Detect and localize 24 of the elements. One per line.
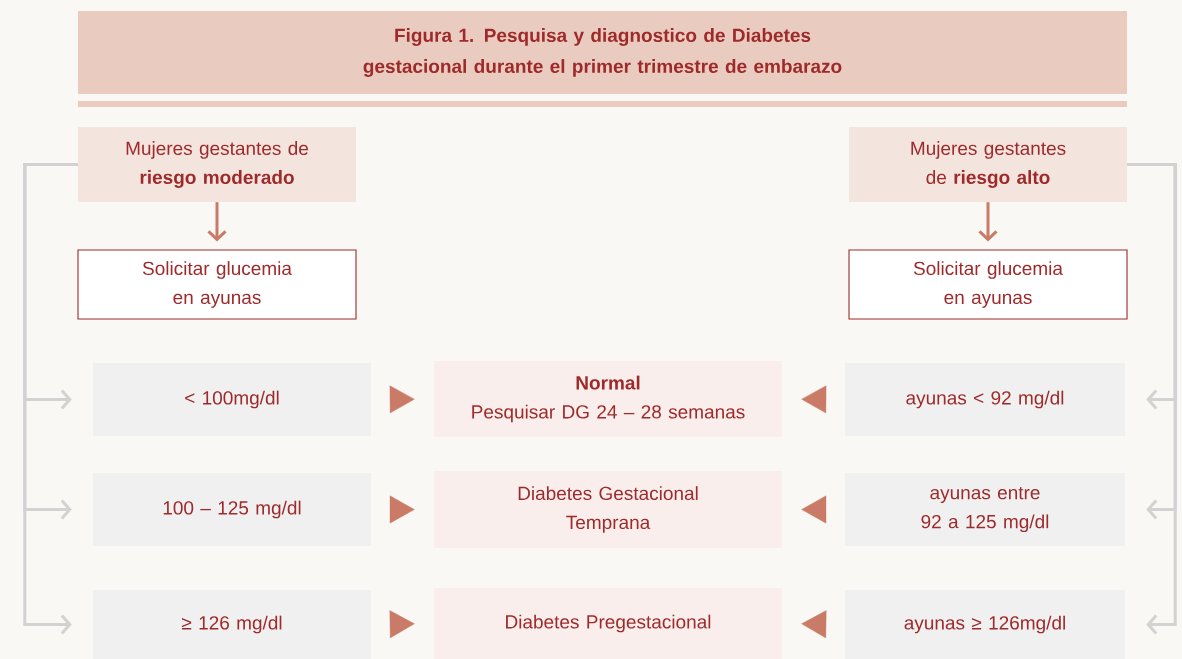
criterion-box: ≥ 126 mg/dl [93, 590, 371, 659]
arrow [23, 163, 78, 635]
arrow [978, 202, 998, 242]
criterion-box: ayunas entre 92 a 125 mg/dl [845, 473, 1125, 546]
arrow [801, 495, 827, 524]
criterion-box: ayunas < 92 mg/dl [845, 363, 1125, 436]
instruction-box: Solicitar glucemia en ayunas [77, 249, 357, 320]
result-box: Normal Pesquisar DG 24 – 28 semanas [434, 361, 782, 437]
group-header-box: Mujeres gestantes de riesgo moderado [78, 127, 356, 202]
arrow [207, 202, 227, 242]
arrow [389, 610, 415, 639]
arrow [389, 385, 415, 414]
group-header-box: Mujeres gestantes de riesgo alto [849, 127, 1127, 202]
criterion-box: ayunas ≥ 126mg/dl [845, 590, 1125, 659]
arrow [801, 610, 827, 639]
criterion-box: 100 – 125 mg/dl [93, 473, 371, 546]
arrow [801, 385, 827, 414]
instruction-box: Solicitar glucemia en ayunas [848, 249, 1128, 320]
title-banner: Figura 1. Pesquisa y diagnostico de Diabetes gestacional durante el primer trimestre de embarazo [78, 11, 1127, 94]
arrow [1127, 163, 1177, 635]
result-box: Diabetes Gestacional Temprana [434, 471, 782, 548]
arrow [389, 495, 415, 524]
criterion-box: < 100mg/dl [93, 363, 371, 436]
result-box: Diabetes Pregestacional [434, 588, 782, 659]
